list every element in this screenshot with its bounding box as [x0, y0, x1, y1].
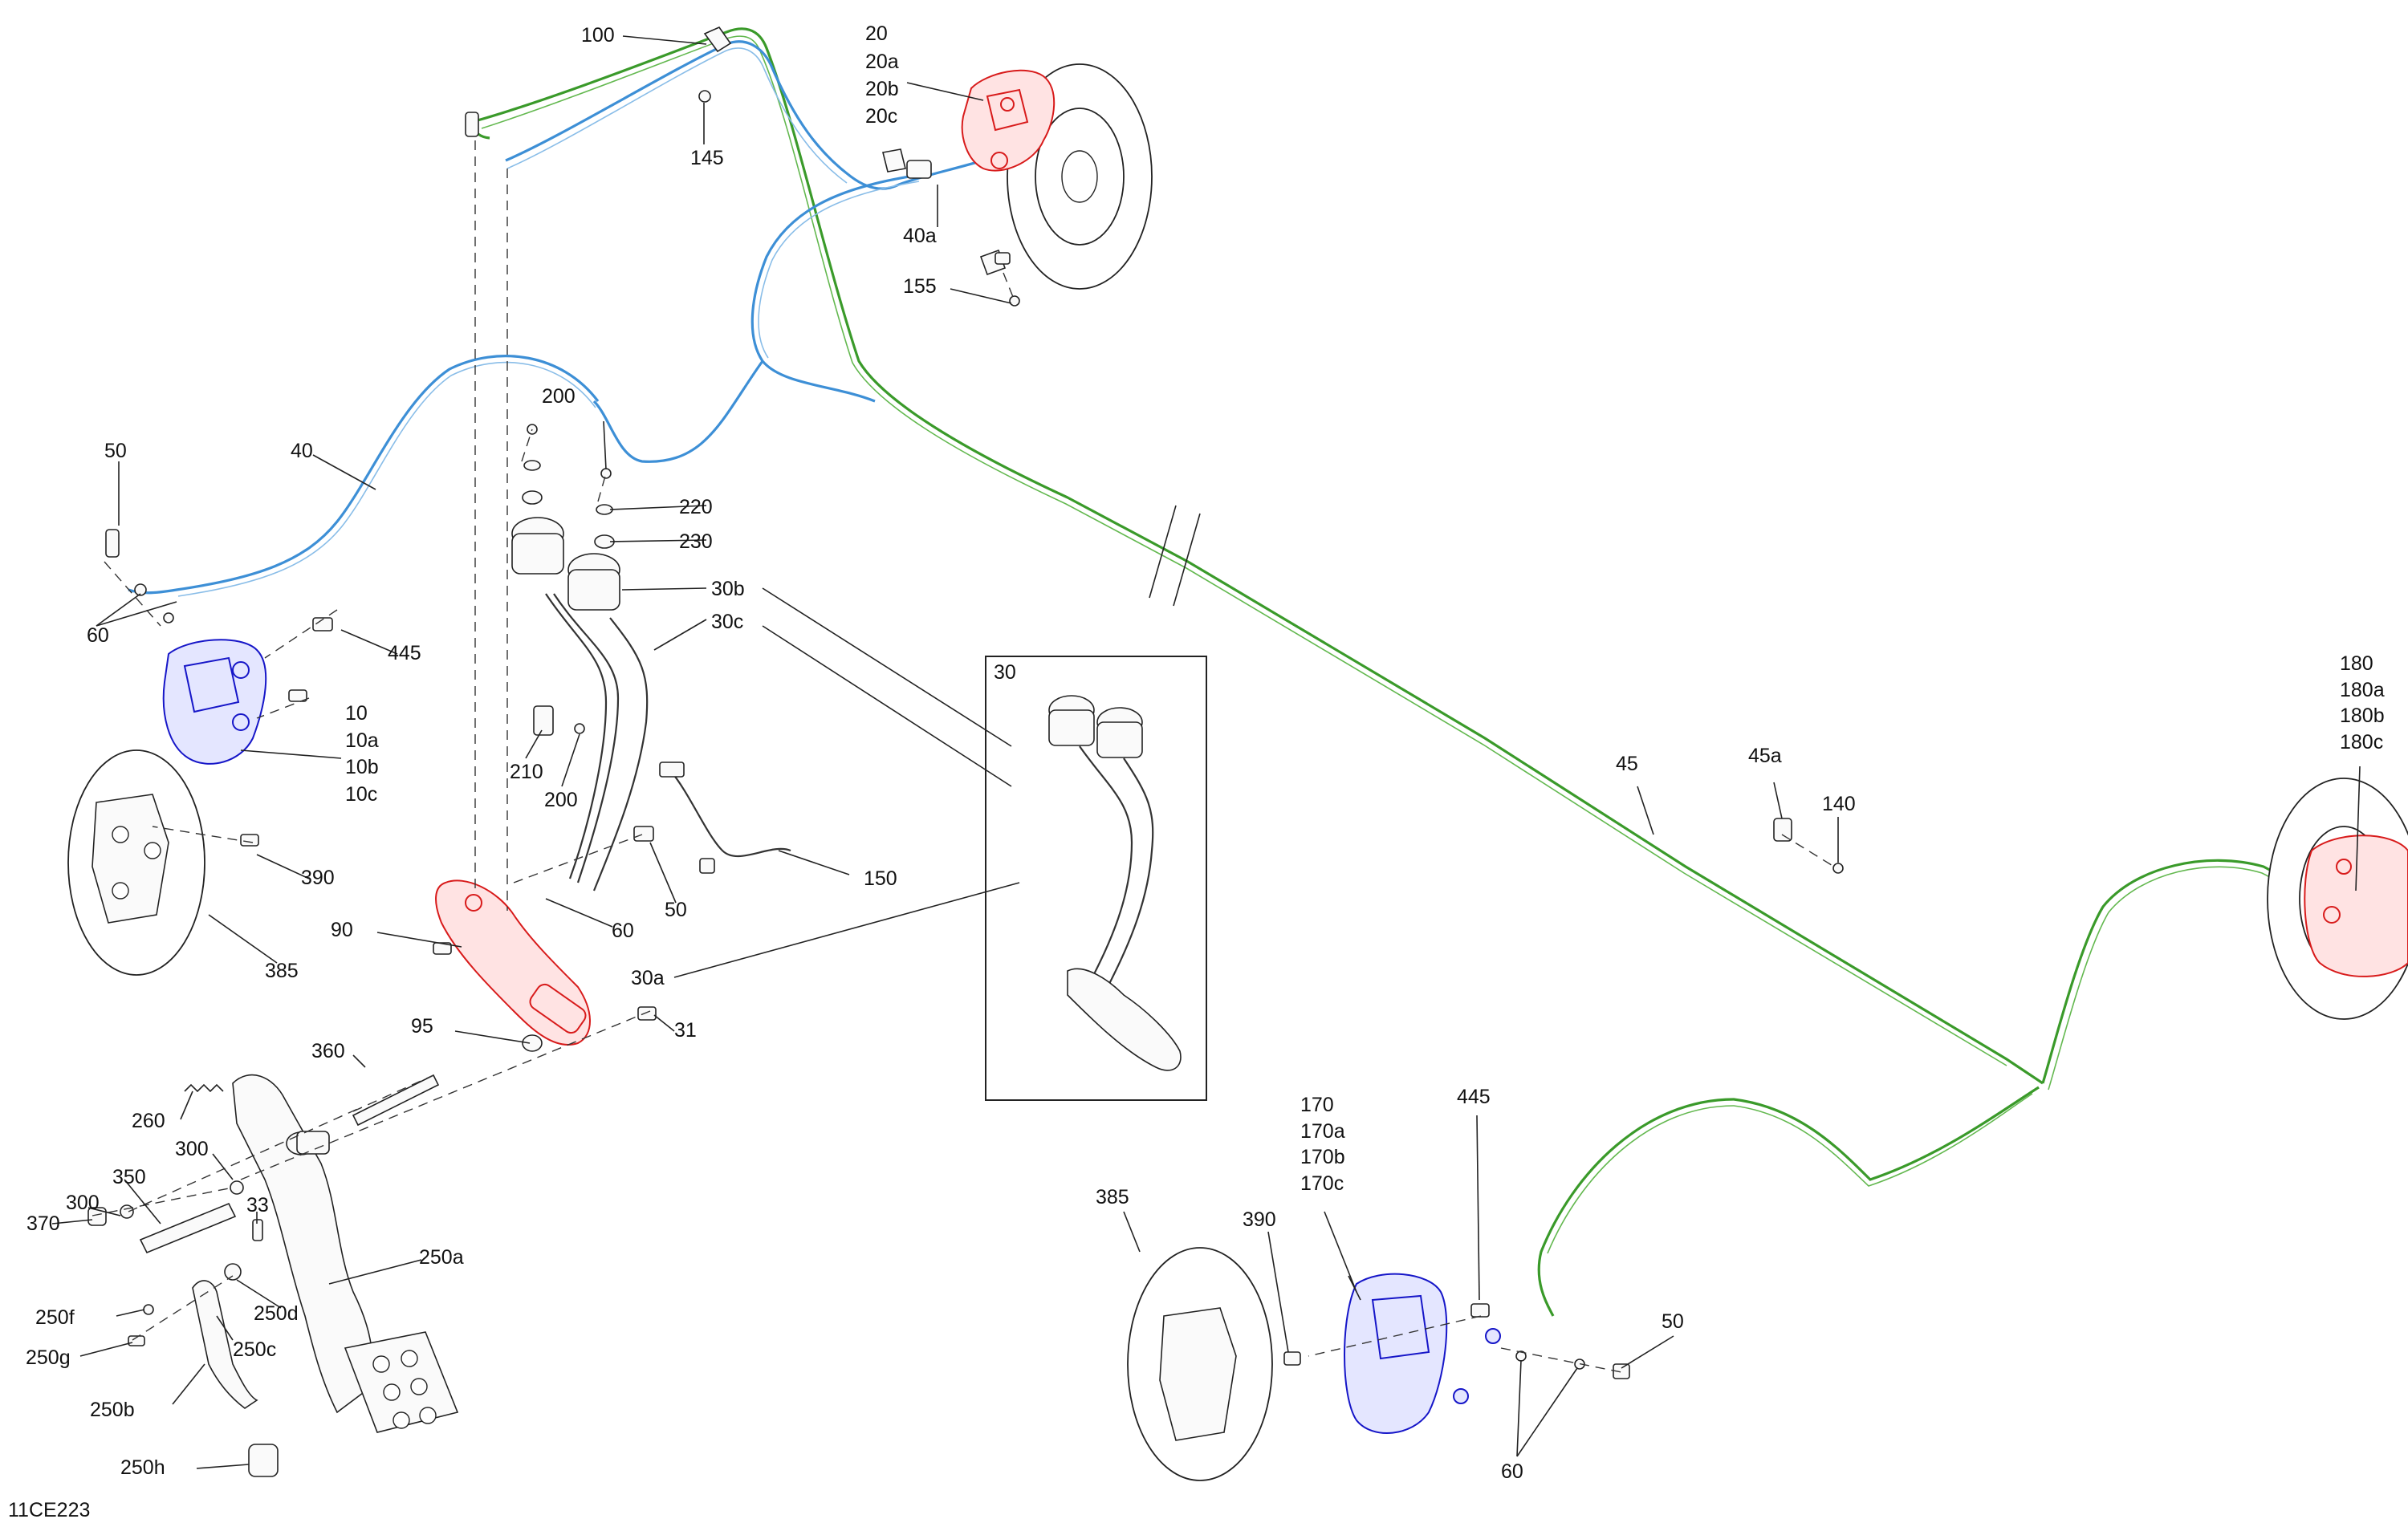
callout-300-right: 300	[175, 1138, 209, 1160]
callout-100: 100	[581, 24, 615, 47]
callout-40a: 40a	[903, 225, 937, 247]
callout-180a: 180a	[2340, 679, 2385, 701]
callout-180b: 180b	[2340, 705, 2385, 727]
callout-360: 360	[311, 1040, 345, 1062]
callout-30b: 30b	[711, 578, 745, 600]
leader-lines	[51, 35, 2361, 1469]
front-left-brake-caliper-10	[162, 639, 267, 765]
callout-250h: 250h	[120, 1456, 165, 1479]
callout-250a: 250a	[419, 1246, 464, 1269]
callout-260: 260	[132, 1110, 165, 1132]
alignment-lines	[92, 140, 1835, 1373]
callout-60-rear: 60	[1501, 1460, 1523, 1483]
callout-385-rear: 385	[1096, 1186, 1129, 1208]
callout-40: 40	[291, 440, 313, 462]
callout-250f: 250f	[35, 1306, 75, 1329]
callout-45: 45	[1616, 753, 1638, 775]
callout-10: 10	[345, 702, 368, 725]
front-left-brake-disc	[67, 749, 205, 976]
inset-master-cylinder-30	[985, 656, 1207, 1101]
callout-10b: 10b	[345, 756, 379, 778]
callout-180: 180	[2340, 652, 2373, 675]
callout-90: 90	[331, 919, 353, 941]
callout-250b: 250b	[90, 1399, 135, 1421]
callout-445-rear: 445	[1457, 1086, 1491, 1108]
callout-385-front: 385	[265, 960, 299, 982]
callout-20a: 20a	[865, 51, 899, 73]
callout-350: 350	[112, 1166, 146, 1188]
callout-60-mid: 60	[612, 920, 634, 942]
callout-30a: 30a	[631, 967, 665, 989]
callout-220: 220	[679, 496, 713, 518]
rear-left-brake-disc	[1127, 1247, 1273, 1481]
callout-180c: 180c	[2340, 731, 2383, 753]
rear-left-brake-caliper-170	[1344, 1273, 1501, 1434]
callout-210: 210	[510, 761, 543, 783]
callout-10a: 10a	[345, 729, 379, 752]
callout-50-rear: 50	[1662, 1310, 1684, 1333]
diagram-id: 11CE223	[8, 1499, 90, 1521]
callout-155: 155	[903, 275, 937, 298]
front-right-brake-caliper-20	[961, 69, 1056, 172]
callout-170a: 170a	[1300, 1120, 1345, 1143]
rear-right-brake-caliper-180	[2304, 835, 2408, 977]
callout-170b: 170b	[1300, 1146, 1345, 1168]
callout-140: 140	[1822, 793, 1856, 815]
callout-50-front-left: 50	[104, 440, 127, 462]
hardware-fasteners	[87, 90, 1844, 1379]
callout-390-rear: 390	[1243, 1208, 1276, 1231]
callout-250g: 250g	[26, 1346, 71, 1369]
brake-pedal-250	[139, 1074, 459, 1477]
callout-170: 170	[1300, 1094, 1334, 1116]
callout-445-front: 445	[388, 642, 421, 664]
callout-30-inset: 30	[994, 661, 1016, 684]
callout-230: 230	[679, 530, 713, 553]
callout-10c: 10c	[345, 783, 377, 806]
callout-250d: 250d	[254, 1302, 299, 1325]
callout-20b: 20b	[865, 78, 899, 100]
callout-45a: 45a	[1748, 745, 1782, 767]
callout-250c: 250c	[233, 1338, 276, 1361]
callout-60-front-left: 60	[87, 624, 109, 647]
rear-brake-hose-45	[465, 27, 2329, 1317]
callout-300-left: 300	[66, 1192, 100, 1214]
callout-20: 20	[865, 22, 888, 45]
callout-labels: 100 20 20a 20b 20c 145 40a 155 200 40 50…	[8, 22, 2385, 1521]
callout-150: 150	[864, 867, 897, 890]
callout-50-mid: 50	[665, 899, 687, 921]
callout-170c: 170c	[1300, 1172, 1344, 1195]
master-cylinder-assembly-30	[435, 517, 649, 1046]
callout-200-mid: 200	[544, 789, 578, 811]
callout-370: 370	[26, 1212, 60, 1235]
callout-31: 31	[674, 1019, 697, 1042]
callout-390-front: 390	[301, 867, 335, 889]
callout-145: 145	[690, 147, 724, 169]
callout-20c: 20c	[865, 105, 897, 128]
callout-33: 33	[246, 1194, 269, 1216]
callout-30c: 30c	[711, 611, 743, 633]
callout-200-top: 200	[542, 385, 576, 408]
callout-95: 95	[411, 1015, 433, 1038]
